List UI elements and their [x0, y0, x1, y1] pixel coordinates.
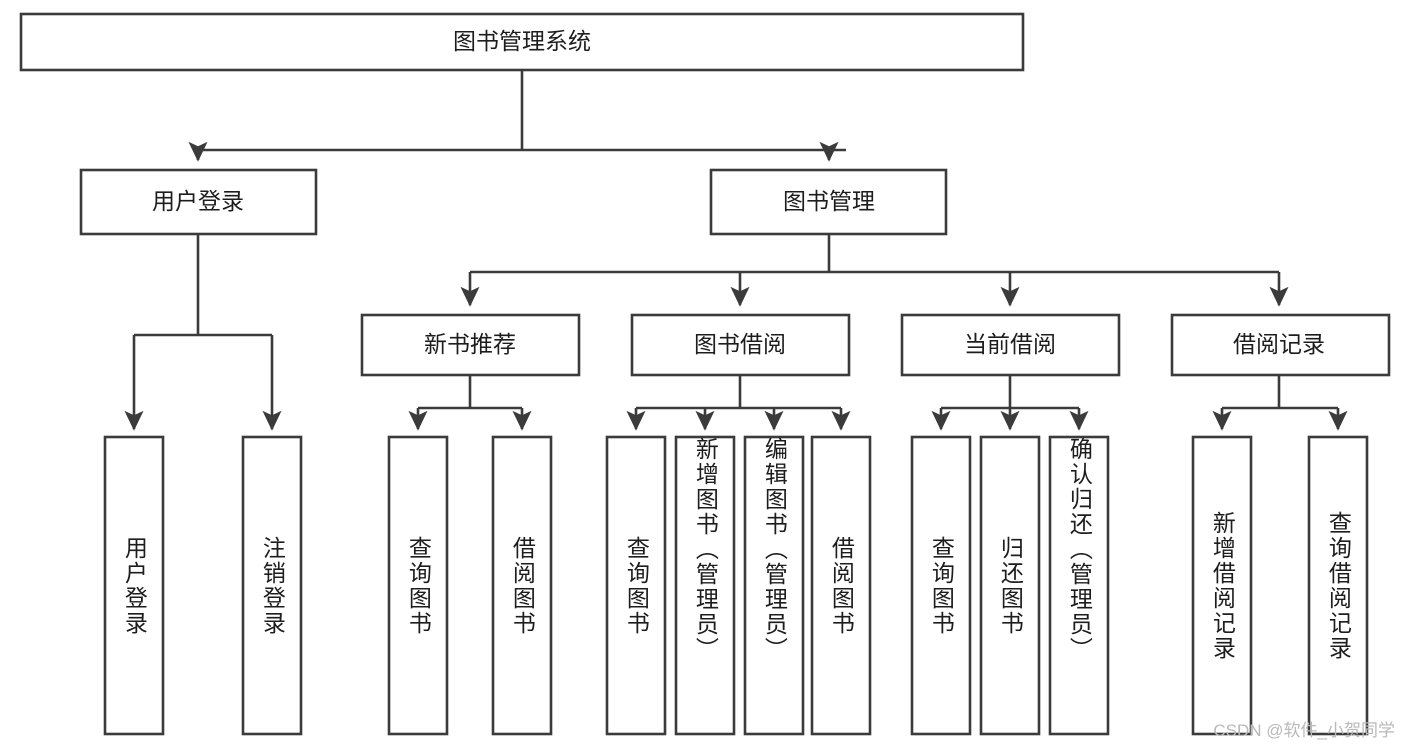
leaf-box-book-borrow-2[interactable]: [743, 435, 805, 736]
leaf-box-user-login-1[interactable]: [241, 435, 303, 736]
node-book-management-label: 图书管理: [783, 188, 875, 214]
leaf-box-borrow-record-1[interactable]: [1307, 435, 1369, 736]
leaf-box-new-book-1[interactable]: [491, 435, 553, 736]
node-new-book-recommend[interactable]: 新书推荐: [360, 313, 581, 377]
node-current-borrow-label: 当前借阅: [964, 331, 1056, 357]
leaf-box-book-borrow-1[interactable]: [674, 435, 736, 736]
leaf-box-borrow-record-0[interactable]: [1191, 435, 1253, 736]
connector-currentborrow-to-leaves: [931, 375, 1089, 431]
connector-borrowrecord-to-leaves: [1212, 375, 1348, 431]
csdn-watermark: CSDN @软件_小贺同学: [1213, 721, 1395, 740]
leaf-box-current-borrow-0[interactable]: [910, 435, 972, 736]
node-borrow-record-label: 借阅记录: [1233, 331, 1325, 357]
leaf-box-user-login-0[interactable]: [103, 435, 165, 736]
node-book-borrow-label: 图书借阅: [694, 331, 786, 357]
node-root[interactable]: 图书管理系统: [19, 12, 1025, 72]
connector-bookborrow-to-leaves: [626, 375, 851, 431]
node-borrow-record[interactable]: 借阅记录: [1170, 313, 1391, 377]
connector-userlogin-to-leaves: [124, 234, 282, 431]
leaf-box-new-book-0[interactable]: [387, 435, 449, 736]
connector-root-to-level2: [188, 70, 846, 162]
node-new-book-recommend-label: 新书推荐: [424, 331, 516, 357]
node-book-borrow[interactable]: 图书借阅: [630, 313, 851, 377]
leaf-box-book-borrow-0[interactable]: [605, 435, 667, 736]
leaf-box-book-borrow-3[interactable]: [810, 435, 872, 736]
connector-bookmgmt-to-level3: [460, 234, 1289, 307]
leaf-boxes: [103, 435, 1369, 736]
leaf-box-current-borrow-2[interactable]: [1048, 435, 1110, 736]
node-current-borrow[interactable]: 当前借阅: [900, 313, 1121, 377]
node-user-login[interactable]: 用户登录: [79, 168, 318, 236]
connector-newbook-to-leaves: [408, 375, 532, 431]
node-user-login-label: 用户登录: [152, 188, 244, 214]
node-root-label: 图书管理系统: [453, 28, 591, 54]
leaf-box-current-borrow-1[interactable]: [979, 435, 1041, 736]
node-book-management[interactable]: 图书管理: [709, 168, 948, 236]
